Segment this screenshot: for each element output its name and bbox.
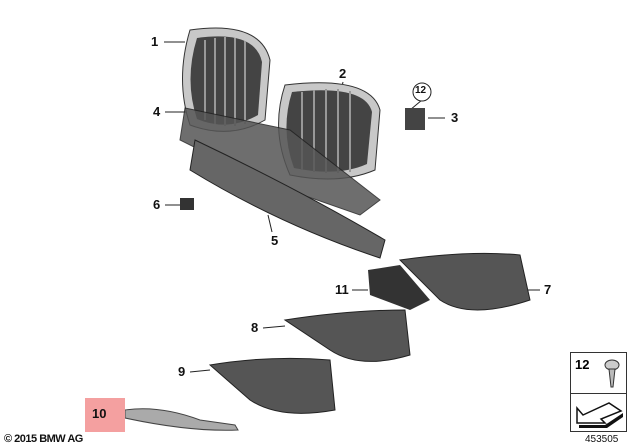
callout-6[interactable]: 6 — [153, 197, 161, 212]
diagram-number: 453505 — [585, 434, 619, 445]
callout-3[interactable]: 3 — [451, 110, 459, 125]
bracket-11 — [368, 265, 430, 310]
callout-7[interactable]: 7 — [544, 282, 552, 297]
legend-part-number: 12 — [575, 357, 590, 372]
callout-4[interactable]: 4 — [153, 104, 161, 119]
callout-12-circle — [412, 82, 432, 102]
arrow-icon — [576, 402, 623, 428]
trim-cover-7 — [398, 252, 531, 311]
trim-strip — [124, 408, 239, 431]
callout-12[interactable]: 12 — [415, 85, 427, 96]
trim-cover-8 — [283, 309, 411, 362]
callout-11[interactable]: 11 — [335, 282, 349, 297]
legend-box: 12 — [570, 352, 627, 432]
clip — [180, 198, 194, 210]
bracket — [405, 108, 425, 130]
callout-5[interactable]: 5 — [271, 233, 279, 248]
callout-2[interactable]: 2 — [339, 66, 347, 81]
lower-grille — [189, 139, 386, 259]
highlighted-part-box — [85, 398, 125, 432]
trim-cover-9 — [208, 357, 336, 414]
grille-carrier — [179, 107, 381, 216]
callout-9[interactable]: 9 — [178, 364, 186, 379]
callout-1[interactable]: 1 — [151, 34, 159, 49]
copyright: © 2015 BMW AG — [4, 433, 83, 445]
callout-10[interactable]: 10 — [92, 406, 107, 421]
legend-divider — [571, 393, 626, 394]
screw-icon — [604, 359, 620, 388]
callout-8[interactable]: 8 — [251, 320, 259, 335]
